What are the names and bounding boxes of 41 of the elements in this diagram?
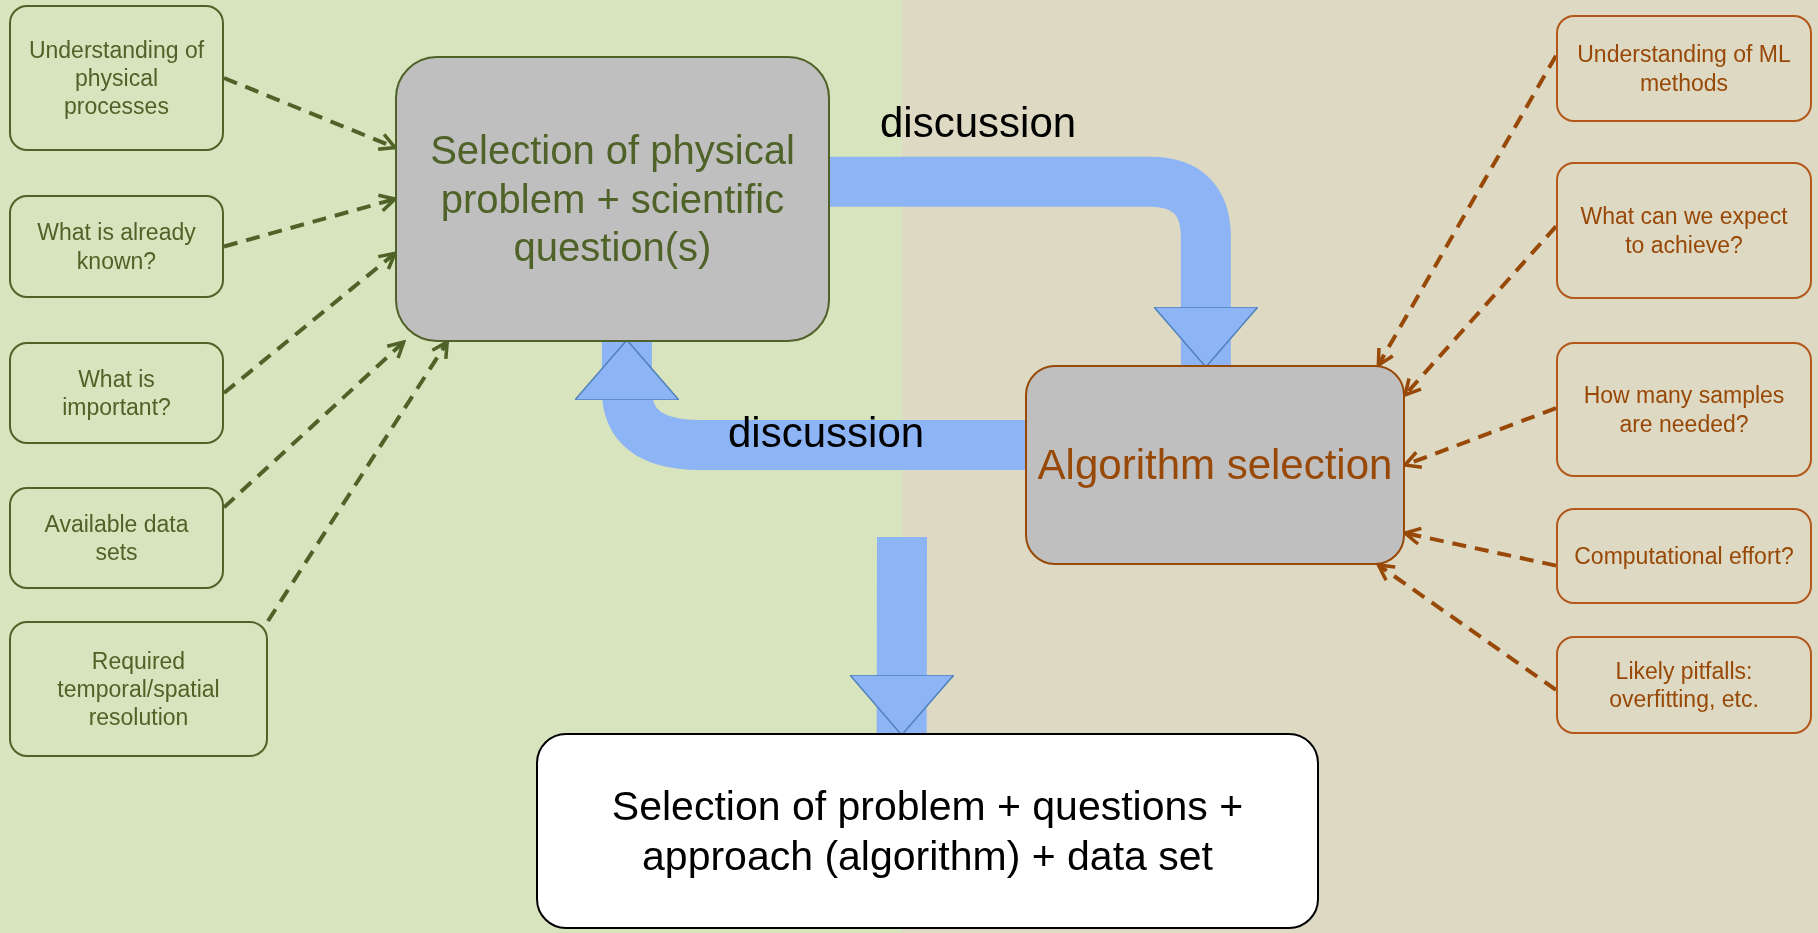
- box-text: Understanding of ML methods: [1576, 40, 1792, 97]
- box-text: What is already known?: [36, 218, 197, 275]
- process-box: [395, 56, 830, 342]
- dashed-arrow: [222, 340, 406, 509]
- box-text: Required temporal/spatial resolution: [56, 646, 221, 732]
- box-text: Available data sets: [43, 509, 190, 567]
- edge-label: discussion: [728, 410, 925, 457]
- dashed-arrow: [266, 340, 449, 623]
- question-box: [1556, 508, 1812, 604]
- dashed-arrow: [1403, 225, 1558, 397]
- question-box: [1556, 162, 1812, 299]
- box-text: Understanding of physical processes: [27, 35, 206, 121]
- box-text: What can we expect to achieve?: [1579, 202, 1789, 259]
- question-box: [9, 195, 224, 298]
- question-box: [9, 487, 224, 589]
- dashed-arrow: [223, 193, 397, 249]
- block-arrow: [830, 156, 1259, 368]
- box-text: What is important?: [61, 364, 172, 422]
- dashed-arrow: [1403, 406, 1557, 469]
- question-box: [9, 621, 268, 757]
- box-text: Likely pitfalls: overfitting, etc.: [1608, 656, 1760, 714]
- process-box: [1025, 365, 1405, 565]
- box-text: Selection of problem + questions + approach (algorithm) + data set: [610, 782, 1245, 881]
- dashed-arrow: [1376, 563, 1558, 692]
- box-text: Selection of physical problem + scientific question(s): [429, 126, 796, 272]
- edge-label: discussion: [880, 100, 1077, 147]
- block-arrow: [849, 536, 955, 736]
- dashed-arrow: [223, 76, 397, 152]
- dashed-arrow: [222, 251, 397, 395]
- box-text: Algorithm selection: [1037, 440, 1393, 491]
- question-box: [1556, 342, 1812, 477]
- question-box: [9, 5, 224, 151]
- question-box: [1556, 636, 1812, 734]
- box-text: Computational effort?: [1574, 541, 1794, 570]
- dashed-arrow: [1376, 54, 1558, 367]
- dashed-arrow: [1403, 526, 1557, 568]
- question-box: [1556, 15, 1812, 122]
- box-text: How many samples are needed?: [1582, 381, 1786, 438]
- block-arrow: [574, 339, 1025, 470]
- question-box: [9, 342, 224, 444]
- result-box: [536, 733, 1319, 929]
